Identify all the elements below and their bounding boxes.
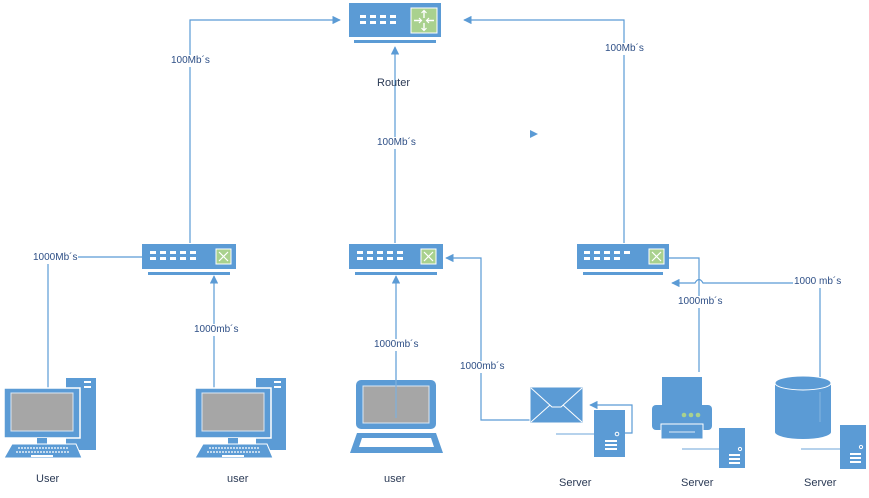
switch-left[interactable]	[142, 244, 236, 275]
server-icon[interactable]	[719, 428, 745, 468]
link-label: 1000mb´s	[459, 361, 506, 373]
link-switch-right-db	[672, 280, 821, 392]
mail-icon[interactable]	[529, 386, 584, 424]
server-icon[interactable]	[594, 410, 625, 457]
link-label: 1000 mb´s	[793, 276, 843, 288]
switch-ports-icon	[150, 251, 196, 260]
server-icon[interactable]	[840, 425, 866, 469]
link-router-switch-left	[189, 15, 341, 243]
device-label: Server	[681, 477, 714, 489]
link-label: 100Mb´s	[376, 137, 417, 149]
link-server-mail	[589, 400, 633, 434]
link-label: 100Mb´s	[170, 55, 211, 67]
router-icon	[410, 7, 438, 34]
router-ports-icon	[360, 15, 396, 24]
device-label: Server	[804, 477, 837, 489]
device-label: User	[36, 473, 60, 485]
desktop-computer-icon[interactable]	[194, 378, 286, 459]
database-icon[interactable]	[774, 375, 832, 439]
switch-right[interactable]	[577, 244, 669, 275]
link-label: 1000mb´s	[373, 339, 420, 351]
switch-center[interactable]	[349, 244, 443, 275]
link-label: 1000mb´s	[677, 296, 724, 308]
device-label: user	[384, 473, 406, 485]
switch-icon	[215, 248, 232, 265]
link-switch-right-trunk	[668, 257, 700, 372]
switch-icon	[648, 248, 665, 265]
link-switch-center-mail	[445, 253, 530, 421]
router[interactable]	[349, 3, 441, 43]
device-label: user	[227, 473, 249, 485]
device-label: Server	[559, 477, 592, 489]
link-label: 1000Mb´s	[32, 252, 79, 264]
switch-ports-icon	[584, 251, 630, 260]
router-label: Router	[377, 77, 411, 89]
printer-icon[interactable]	[652, 377, 712, 440]
arrow-marker-icon	[530, 130, 538, 138]
link-router-switch-right	[463, 15, 625, 243]
laptop-icon[interactable]	[350, 380, 443, 453]
link-label: 1000mb´s	[193, 324, 240, 336]
link-switch-left-user-1	[47, 256, 142, 392]
link-label: 100Mb´s	[604, 43, 645, 55]
switch-ports-icon	[357, 251, 403, 260]
connections	[47, 15, 840, 450]
desktop-computer-icon[interactable]	[3, 378, 96, 459]
switch-icon	[420, 248, 437, 265]
